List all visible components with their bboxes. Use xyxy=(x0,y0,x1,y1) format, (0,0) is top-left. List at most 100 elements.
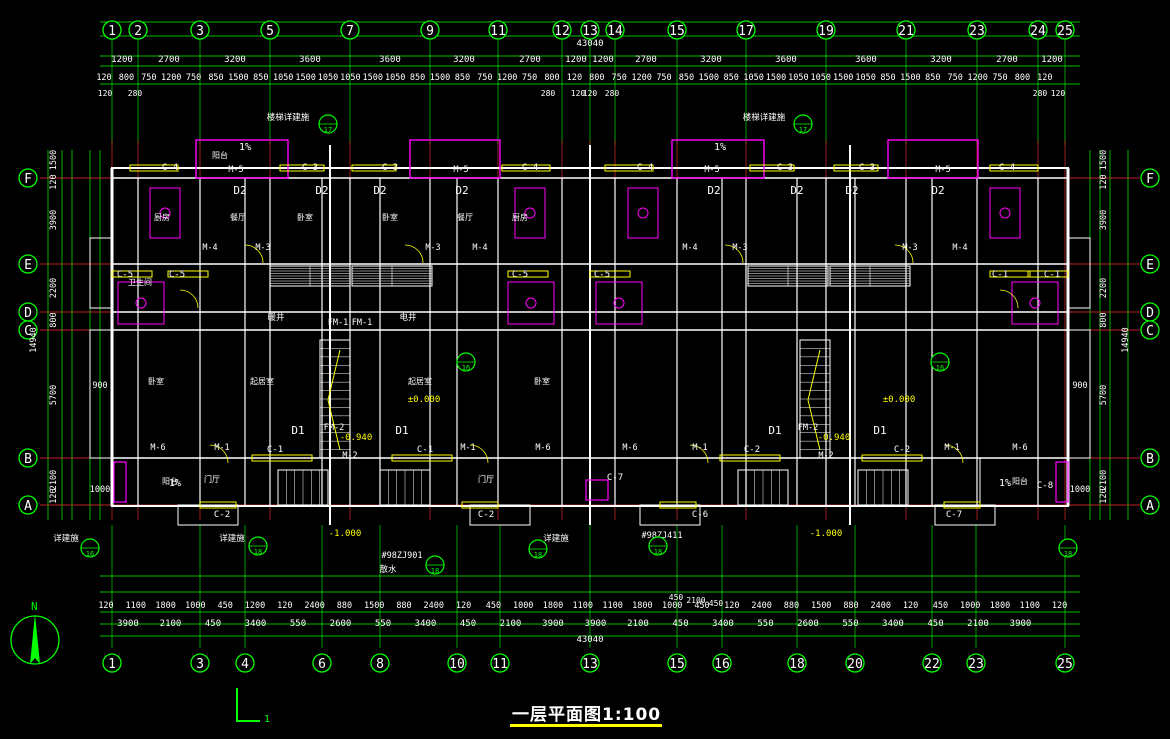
hatch-block xyxy=(585,479,609,501)
balcony xyxy=(409,139,501,179)
top-dim-2: 1050 xyxy=(811,73,831,83)
window-label: C-4 xyxy=(162,163,178,173)
bottom-axis-bubble-label: 18 xyxy=(789,657,805,672)
top-dim-2: 750 xyxy=(186,73,201,83)
room-label: 阳台 xyxy=(1012,476,1028,486)
bottom-axis-bubble xyxy=(312,653,332,673)
slope-label: 1% xyxy=(714,142,726,153)
fixture xyxy=(507,281,555,325)
window xyxy=(279,164,325,172)
room-label: 阳台 xyxy=(212,150,228,160)
door-label: M-1 xyxy=(460,443,475,453)
porch xyxy=(469,504,531,526)
bottom-dim-2: 3400 xyxy=(882,619,904,629)
window xyxy=(507,270,549,278)
window xyxy=(749,164,795,172)
bottom-dim-1: 1800 xyxy=(632,601,652,611)
fixture-sink-icon xyxy=(159,207,171,219)
top-dim-2: 1500 xyxy=(295,73,315,83)
detail-ref-label: 17 xyxy=(799,126,807,134)
room-label: 阳台 xyxy=(162,476,178,486)
detail-ref-label: 16 xyxy=(936,364,944,372)
detail-ref-label: 18 xyxy=(431,567,439,575)
fixture-sink-icon xyxy=(1029,297,1041,309)
bottom-dim-1: 120 xyxy=(277,601,292,611)
top-dim-1: 2700 xyxy=(635,55,657,65)
top-dim-1: 3200 xyxy=(224,55,246,65)
window xyxy=(943,501,981,509)
door-label: M-1 xyxy=(692,443,707,453)
door-swing-icon xyxy=(894,244,914,264)
bottom-total-dim: 43040 xyxy=(576,635,603,645)
door-swing-icon xyxy=(944,444,964,464)
bottom-dim-2: 2600 xyxy=(330,619,352,629)
room-label: 卧室 xyxy=(534,376,550,386)
right-side-dim: 1500 xyxy=(1099,150,1109,170)
note-label: 电井 xyxy=(399,312,416,323)
left-side-dim: 1500 xyxy=(49,150,59,170)
bottom-axis-bubble xyxy=(845,653,865,673)
door-label: M-5 xyxy=(453,165,468,175)
window-label: C-1 xyxy=(417,445,433,455)
window xyxy=(833,164,879,172)
bottom-axis-bubble xyxy=(490,653,510,673)
elevation-label: -1.000 xyxy=(329,529,362,539)
fixture xyxy=(627,187,659,239)
window-label: C-5 xyxy=(594,270,610,280)
window xyxy=(111,270,153,278)
right-side-dim: 120 xyxy=(1099,174,1109,189)
window-label: C-2 xyxy=(478,510,494,520)
d-mark: D2 xyxy=(790,184,803,197)
door-label: M-5 xyxy=(228,165,243,175)
bottom-axis-bubble xyxy=(787,653,807,673)
window xyxy=(659,501,697,509)
top-dim-2: 750 xyxy=(656,73,671,83)
window xyxy=(199,501,237,509)
dimension-grid-lines xyxy=(47,21,1129,648)
door-label: M-4 xyxy=(472,243,487,253)
north-label: N xyxy=(31,600,38,613)
bottom-dim-2: 450 xyxy=(672,619,688,629)
door-label: M-4 xyxy=(682,243,697,253)
fixtures xyxy=(113,187,1069,503)
note-label: 暖井 xyxy=(267,312,284,323)
bottom-dim-1: 2400 xyxy=(304,601,324,611)
elevation-label: -0.940 xyxy=(818,433,851,443)
bottom-dim-1: 1100 xyxy=(126,601,146,611)
bottom-axis-bubble-label: 25 xyxy=(1057,657,1073,672)
left-axis-bubble-label: C xyxy=(24,324,32,339)
door-label: M-3 xyxy=(425,243,440,253)
top-axis-bubble xyxy=(667,20,687,40)
top-dim-2: 120 xyxy=(567,73,582,83)
top-axis-bubble-label: 1 xyxy=(108,24,116,39)
door-label: M-5 xyxy=(935,165,950,175)
door-label: FM-1 xyxy=(352,318,372,328)
top-dim-extra: 120 xyxy=(571,89,586,98)
porch xyxy=(639,504,701,526)
top-dim-2: 1050 xyxy=(855,73,875,83)
top-dim-2: 1500 xyxy=(430,73,450,83)
door-label: FM-2 xyxy=(324,423,344,433)
top-dim-2: 1200 xyxy=(631,73,651,83)
top-axis-bubble xyxy=(340,20,360,40)
top-axis-bubble-label: 9 xyxy=(426,24,434,39)
room-label: 起居室 xyxy=(250,376,274,386)
bottom-dim-2: 3900 xyxy=(542,619,564,629)
window-label: C-4 xyxy=(637,163,653,173)
top-dim-2: 1050 xyxy=(743,73,763,83)
top-dim-2: 1500 xyxy=(766,73,786,83)
top-dim-2: 1500 xyxy=(699,73,719,83)
detail-ref-label: 18 xyxy=(254,548,262,556)
bottom-dim-1: 880 xyxy=(843,601,858,611)
top-dim-2: 850 xyxy=(253,73,268,83)
top-axis-bubble xyxy=(1028,20,1048,40)
d-mark: D1 xyxy=(873,424,886,437)
top-total-dim: 43040 xyxy=(576,39,603,49)
left-side-dim: 5700 xyxy=(49,385,59,405)
top-axis-bubble xyxy=(190,20,210,40)
door-label: M-6 xyxy=(622,443,637,453)
right-axis-bubble xyxy=(1140,448,1160,468)
left-axis-bubble xyxy=(18,448,38,468)
top-dim-2: 1050 xyxy=(788,73,808,83)
